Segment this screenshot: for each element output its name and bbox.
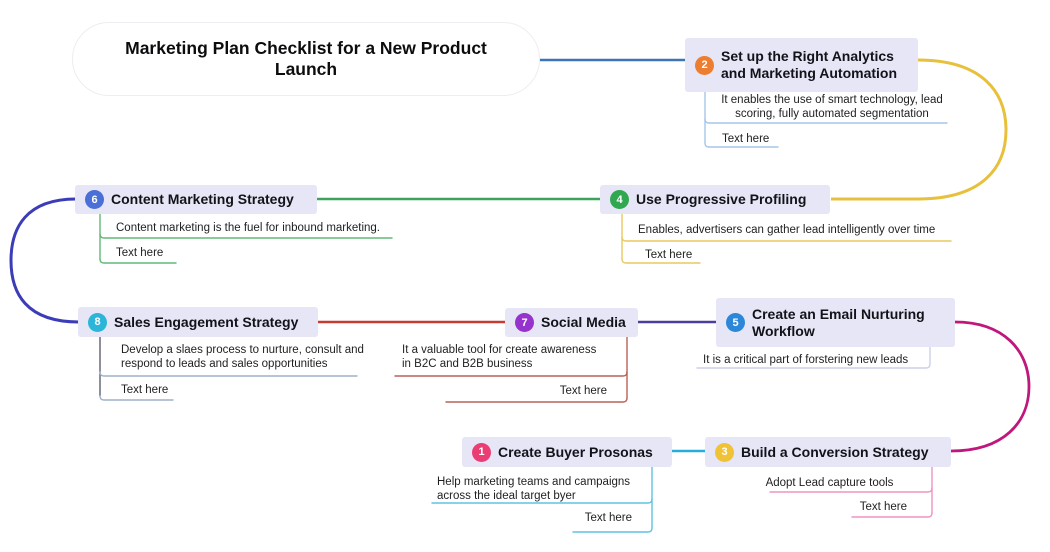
branch-underline-sales-placeholder: [99, 395, 174, 401]
subtopic-profiling-note[interactable]: Enables, advertisers can gather lead int…: [638, 224, 936, 236]
node-sales-label: Sales Engagement Strategy: [114, 313, 299, 330]
subtopic-sales-placeholder[interactable]: Text here: [121, 384, 169, 396]
branch-underline-conversion-placeholder: [851, 512, 933, 518]
subtopic-analytics-note[interactable]: It enables the use of smart technology, …: [721, 94, 943, 120]
node-conversion[interactable]: 3 Build a Conversion Strategy: [705, 437, 951, 467]
subtopic-conversion-placeholder[interactable]: Text here: [859, 501, 907, 513]
node-social-label: Social Media: [541, 314, 626, 330]
subtopic-social-placeholder[interactable]: Text here: [559, 385, 607, 397]
branch-underline-personas-placeholder: [572, 527, 653, 533]
node-content[interactable]: 6 Content Marketing Strategy: [75, 185, 317, 214]
branch-underline-profiling-note: [621, 236, 952, 242]
branch-underline-content-placeholder: [99, 258, 177, 264]
subtopic-content-note[interactable]: Content marketing is the fuel for inboun…: [116, 222, 381, 234]
branch-underline-analytics-note: [704, 118, 948, 124]
node-analytics[interactable]: 2 Set up the Right Analytics and Marketi…: [685, 38, 918, 92]
node-personas-label: Create Buyer Prosonas: [498, 443, 653, 460]
connector-content-to-sales: [9, 197, 80, 324]
branch-underline-social-note: [394, 371, 628, 377]
branch-underline-profiling-placeholder: [621, 258, 701, 264]
node-sales-number-badge: 8: [88, 312, 107, 332]
node-email[interactable]: 5 Create an Email Nurturing Workflow: [716, 298, 955, 347]
branch-underline-conversion-note: [769, 487, 933, 493]
branch-underline-email-note: [696, 346, 931, 369]
node-email-number-badge: 5: [726, 313, 745, 332]
node-social-number-badge: 7: [515, 313, 534, 332]
node-profiling[interactable]: 4 Use Progressive Profiling: [600, 185, 830, 214]
node-content-number-badge: 6: [85, 190, 104, 209]
subtopic-conversion-note[interactable]: Adopt Lead capture tools: [765, 477, 894, 489]
node-content-label: Content Marketing Strategy: [111, 191, 294, 207]
branch-underline-social-placeholder: [445, 397, 628, 403]
node-personas-number-badge: 1: [472, 442, 491, 462]
node-conversion-number-badge: 3: [715, 442, 734, 462]
subtopic-analytics-placeholder[interactable]: Text here: [722, 133, 770, 145]
node-analytics-label: Set up the Right Analytics and Marketing…: [721, 48, 898, 81]
branch-underline-content-note: [99, 233, 393, 239]
central-topic-label: Marketing Plan Checklist for a New Produ…: [125, 38, 487, 79]
branch-underline-sales-note: [99, 371, 358, 377]
node-profiling-number-badge: 4: [610, 190, 629, 209]
connector-email-to-conversion: [950, 320, 1031, 453]
node-personas[interactable]: 1 Create Buyer Prosonas: [462, 437, 672, 467]
node-social[interactable]: 7 Social Media: [505, 308, 638, 337]
subtopic-personas-note[interactable]: Help marketing teams and campaigns acros…: [437, 476, 631, 502]
node-email-label: Create an Email Nurturing Workflow: [752, 305, 925, 339]
node-sales[interactable]: 8 Sales Engagement Strategy: [78, 307, 318, 337]
branch-underline-analytics-placeholder: [704, 142, 779, 148]
node-conversion-label: Build a Conversion Strategy: [741, 443, 929, 460]
subtopic-social-note[interactable]: It a valuable tool for create awareness …: [402, 344, 597, 370]
connector-analytics-to-profiling: [831, 58, 1008, 201]
central-topic[interactable]: Marketing Plan Checklist for a New Produ…: [72, 22, 540, 96]
subtopic-profiling-placeholder[interactable]: Text here: [645, 249, 693, 261]
node-analytics-number-badge: 2: [695, 55, 714, 75]
subtopic-content-placeholder[interactable]: Text here: [116, 247, 164, 259]
node-profiling-label: Use Progressive Profiling: [636, 191, 807, 207]
subtopic-sales-note[interactable]: Develop a slaes process to nurture, cons…: [121, 344, 364, 370]
subtopic-email-note[interactable]: It is a critical part of forstering new …: [703, 354, 909, 366]
subtopic-personas-placeholder[interactable]: Text here: [584, 512, 632, 524]
branch-underline-personas-note: [431, 498, 653, 504]
